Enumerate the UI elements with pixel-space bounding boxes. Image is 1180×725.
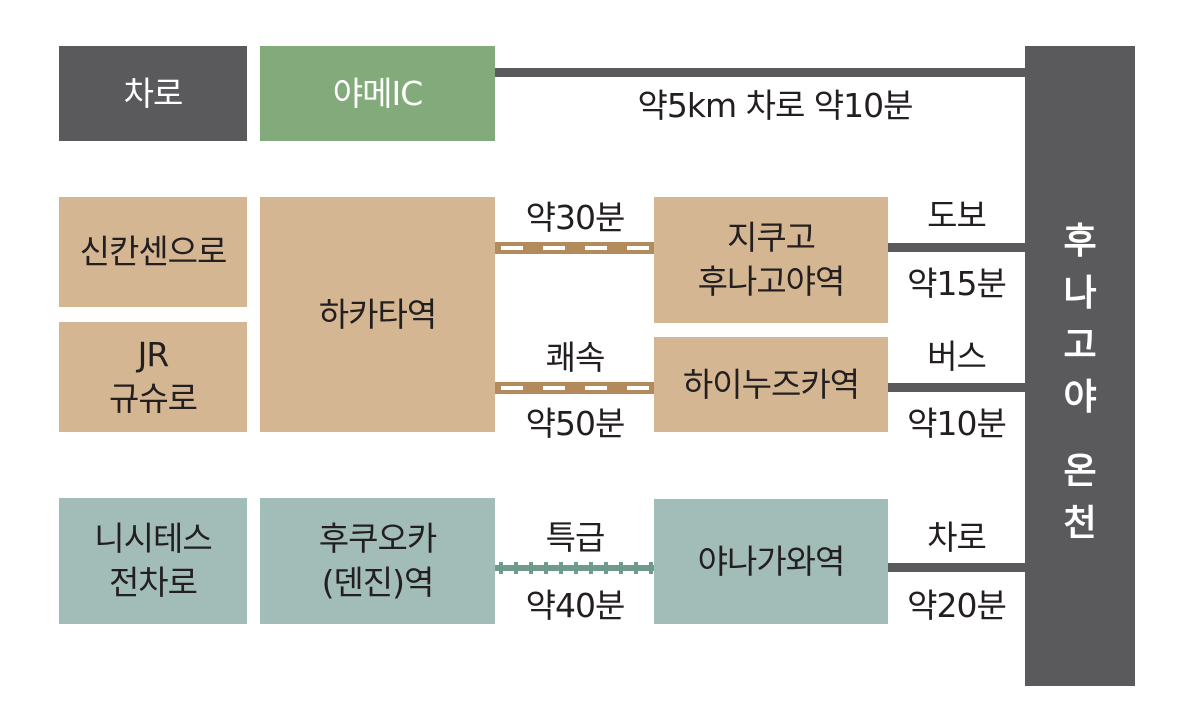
nishitetsu-track-line [495,562,654,574]
destination-char: 온 [1063,451,1097,492]
yame-ic-box: 야메IC [260,46,495,141]
mode-jr-kyushu-box: JR 규슈로 [59,322,247,432]
chikugo-funagoya-station-box: 지쿠고 후나고야역 [654,197,888,323]
walk-transfer-line [888,243,1025,252]
route-bottom-dashed-line [495,382,654,394]
mode-nishitetsu-box: 니시테스 전차로 [59,498,247,624]
limited-express-label: 특급 [545,518,606,557]
destination-char: 고 [1063,325,1097,366]
walk-label: 도보 [927,196,987,235]
yanagawa-station-box: 야나가와역 [654,499,888,624]
destination-char: 나 [1063,273,1097,314]
car-transfer-time-label: 약20분 [907,586,1007,625]
car-route-line [495,68,1025,77]
bus-transfer-line [888,383,1025,392]
route-top-dashed-line [495,242,654,254]
destination-char: 야 [1063,377,1097,418]
bus-label: 버스 [927,337,987,376]
nishitetsu-time-label: 약40분 [525,586,626,625]
route-bottom-time-label: 약50분 [525,404,626,443]
car-route-label: 약5km 차로 약10분 [637,86,913,125]
hainuzuka-station-box: 하이누즈카역 [654,337,888,432]
walk-time-label: 약15분 [907,264,1007,303]
car-transfer-label: 차로 [927,518,987,557]
car-transfer-line [888,563,1025,572]
destination-char: 천 [1063,503,1097,544]
fukuoka-tenjin-station-box: 후쿠오카 (덴진)역 [260,498,495,624]
hakata-station-box: 하카타역 [260,197,495,432]
mode-car-box: 차로 [59,46,247,141]
mode-shinkansen-box: 신칸센으로 [59,197,247,307]
funagoya-onsen-destination-bar: 후 나 고 야 온 천 [1025,46,1135,686]
bus-time-label: 약10분 [907,404,1007,443]
destination-char: 후 [1063,221,1097,262]
rapid-label: 쾌속 [545,338,606,377]
route-top-time-label: 약30분 [525,198,626,237]
